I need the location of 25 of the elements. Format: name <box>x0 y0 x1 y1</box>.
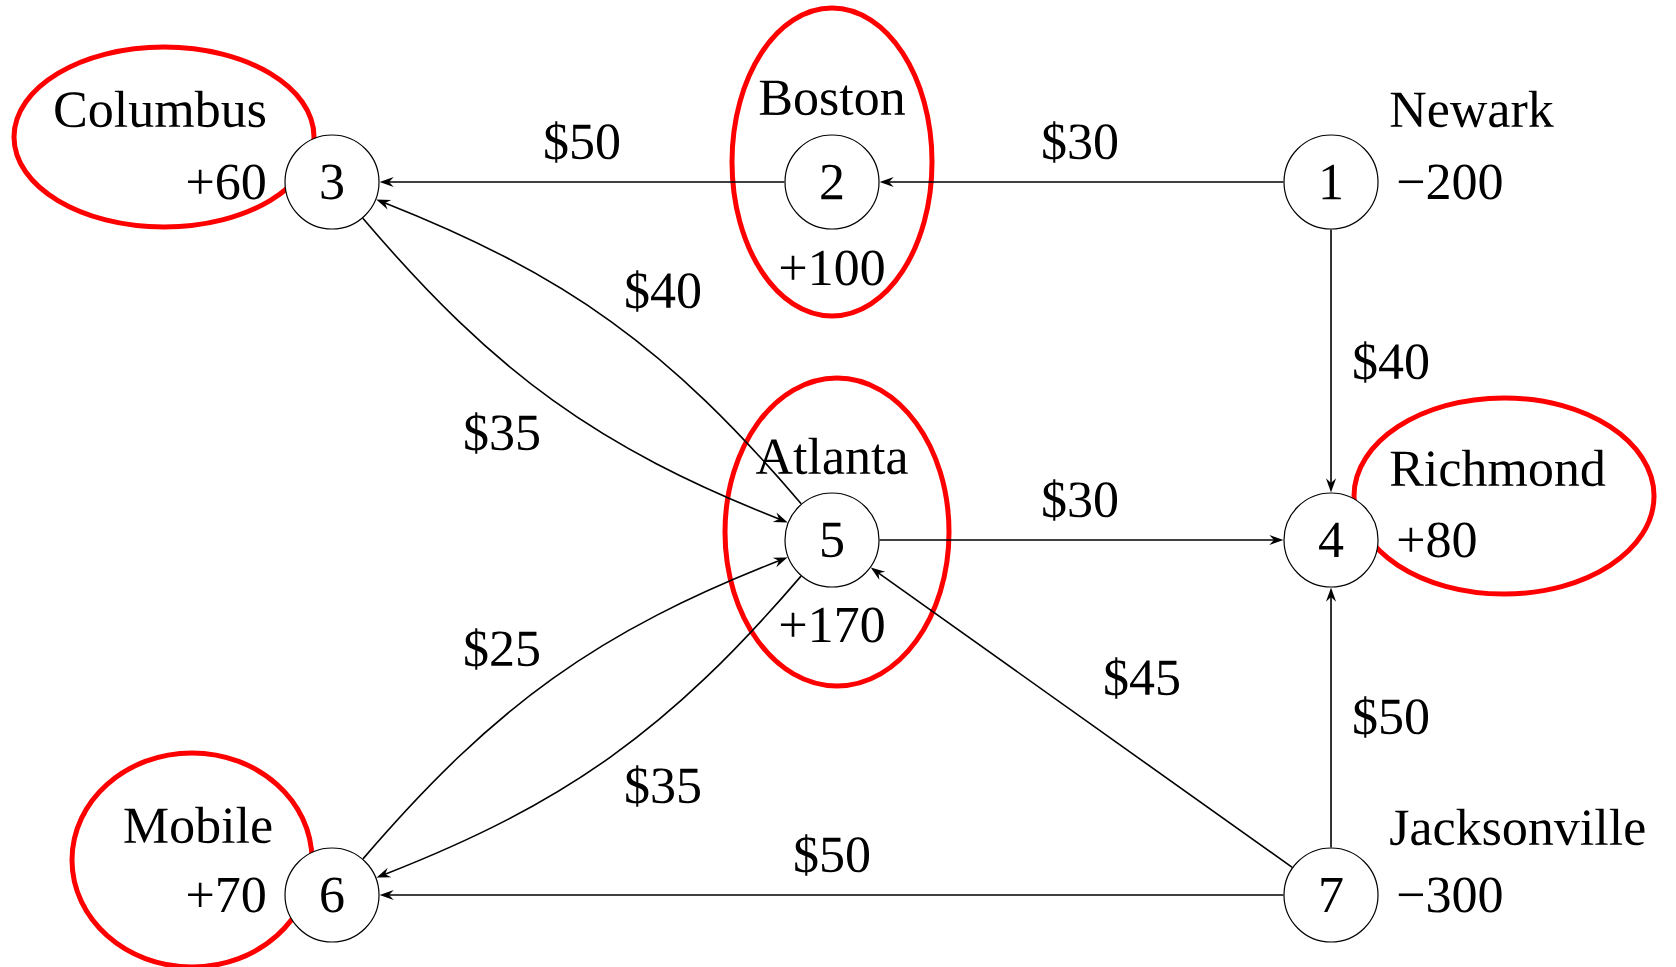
city-name: Mobile <box>124 806 272 844</box>
supply-value: +80 <box>1398 522 1476 558</box>
edge-label: $35 <box>465 412 539 454</box>
supply-value: +70 <box>188 877 265 913</box>
edge-label: $40 <box>626 270 701 312</box>
edge-label: $50 <box>795 834 870 876</box>
edge-label: $50 <box>1354 696 1429 738</box>
city-name: Columbus <box>55 90 266 128</box>
supply-value: +100 <box>780 250 884 286</box>
edge-label: $30 <box>1043 121 1118 163</box>
edge-label: $45 <box>1105 657 1179 699</box>
edge-label: $40 <box>1354 341 1429 383</box>
supply-value: +170 <box>780 607 884 643</box>
edge-label: $50 <box>545 121 620 163</box>
supply-value: −300 <box>1398 877 1502 913</box>
city-name: Jacksonville <box>1390 808 1645 846</box>
city-name: Newark <box>1390 90 1554 128</box>
edge-label: $35 <box>626 765 700 807</box>
edge-label: $30 <box>1043 479 1118 521</box>
city-name: Richmond <box>1390 449 1606 487</box>
supply-value: +60 <box>188 164 265 200</box>
supply-value: −200 <box>1398 164 1502 200</box>
city-name: Boston <box>759 80 905 116</box>
edge-label: $25 <box>465 628 539 670</box>
city-name: Atlanta <box>756 437 908 475</box>
